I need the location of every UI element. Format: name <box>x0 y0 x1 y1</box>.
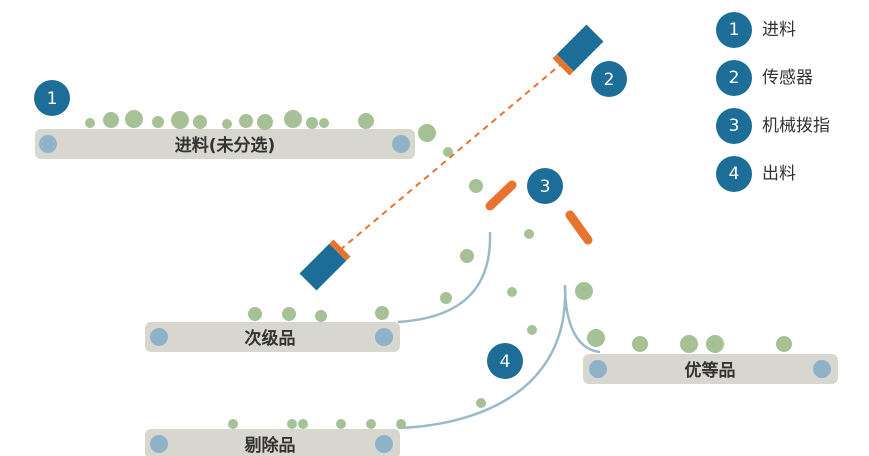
sensor-receiver <box>552 24 604 76</box>
premium-belt-label: 优等品 <box>685 360 736 381</box>
second-grade-belt: 次级品 <box>145 322 400 352</box>
item <box>248 307 262 321</box>
item <box>125 110 143 128</box>
feed-belt-label: 进料(未分选) <box>175 135 276 156</box>
item <box>85 118 95 128</box>
marker-1: 1 <box>34 80 70 116</box>
premium-trajectory <box>563 284 601 354</box>
belt-roller <box>392 135 410 153</box>
item <box>103 112 119 128</box>
second-trajectory <box>397 231 492 324</box>
legend-item-output: 4 出料 <box>716 156 856 192</box>
sensor-beam <box>339 64 561 251</box>
legend-label: 传感器 <box>762 68 813 88</box>
legend-label: 机械拨指 <box>762 116 830 136</box>
item <box>319 118 329 128</box>
legend-badge: 4 <box>716 156 752 192</box>
marker-3: 3 <box>527 168 563 204</box>
item <box>469 179 483 193</box>
item <box>222 119 232 129</box>
rejected-belt: 剔除品 <box>145 429 400 456</box>
legend-label: 出料 <box>762 164 796 184</box>
item <box>257 114 273 130</box>
legend-badge: 1 <box>716 12 752 48</box>
belt-roller <box>375 328 393 346</box>
item <box>418 124 436 142</box>
marker-2: 2 <box>591 61 627 97</box>
rejected-trajectory <box>397 284 567 430</box>
item <box>239 114 253 128</box>
sensor-emitter <box>299 239 351 291</box>
item <box>440 292 452 304</box>
item <box>706 335 724 353</box>
second-belt-label: 次级品 <box>245 328 296 349</box>
marker-1-label: 1 <box>47 89 58 109</box>
item <box>527 325 537 335</box>
belt-roller <box>39 135 57 153</box>
belt-roller <box>813 360 831 378</box>
item <box>315 310 327 322</box>
item <box>524 229 534 239</box>
item <box>396 419 406 429</box>
item <box>152 116 164 128</box>
mechanical-finger-right <box>565 210 593 245</box>
item <box>507 287 517 297</box>
marker-2-label: 2 <box>604 70 615 90</box>
legend-item-finger: 3 机械拨指 <box>716 108 856 144</box>
rejected-belt-label: 剔除品 <box>244 435 296 456</box>
item <box>632 336 648 352</box>
item <box>284 110 302 128</box>
belt-roller <box>150 328 168 346</box>
item <box>476 398 486 408</box>
item <box>575 282 593 300</box>
item <box>287 419 297 429</box>
legend-label: 进料 <box>762 20 796 40</box>
item <box>460 249 474 263</box>
items <box>85 110 792 429</box>
legend-badge: 3 <box>716 108 752 144</box>
item <box>680 335 698 353</box>
item <box>171 111 189 129</box>
marker-4-label: 4 <box>500 352 511 372</box>
legend-item-sensor: 2 传感器 <box>716 60 856 96</box>
belt-roller <box>589 360 607 378</box>
feed-belt: 进料(未分选) <box>35 129 415 159</box>
belt-roller <box>150 435 168 453</box>
item <box>366 419 376 429</box>
mechanical-finger-left <box>485 180 517 211</box>
item <box>443 147 453 157</box>
item <box>336 419 346 429</box>
item <box>587 329 605 347</box>
premium-belt: 优等品 <box>583 354 838 384</box>
item <box>298 419 308 429</box>
legend-badge: 2 <box>716 60 752 96</box>
item <box>375 306 389 320</box>
marker-3-label: 3 <box>540 177 551 197</box>
trajectories <box>397 231 601 430</box>
item <box>306 117 318 129</box>
item <box>776 336 792 352</box>
marker-4: 4 <box>487 343 523 379</box>
item <box>193 115 207 129</box>
belt-roller <box>375 435 393 453</box>
item <box>228 419 238 429</box>
item <box>358 113 374 129</box>
legend-item-feed: 1 进料 <box>716 12 856 48</box>
item <box>282 307 296 321</box>
